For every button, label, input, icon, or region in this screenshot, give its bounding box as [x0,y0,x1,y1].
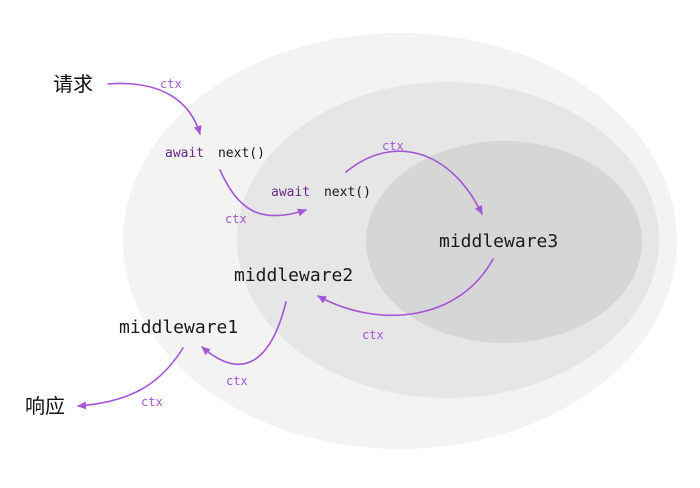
ctx-label-mw2-mw1: ctx [226,374,248,388]
await-keyword: await [271,185,310,200]
arrow-mw2-to-mw1 [201,301,287,365]
request-label: 请求 [53,72,93,96]
next-call: next() [324,185,371,200]
ctx-label-request: ctx [160,77,182,91]
await-next-call-2: await next() [271,185,371,200]
await-next-call-1: await next() [165,146,265,161]
arrow-mw3-to-mw2 [317,258,494,317]
ctx-label-response: ctx [141,395,163,409]
arrow-mw2-to-mw3 [345,150,483,215]
response-label: 响应 [25,394,65,418]
arrow-mw1-to-mw2 [219,169,307,217]
arrow-mw1-to-response [77,347,184,410]
ctx-label-mw2-mw3: ctx [382,139,404,153]
await-keyword: await [165,146,204,161]
arrow-request-to-mw1 [107,82,202,135]
ctx-label-mw3-mw2: ctx [362,328,384,342]
middleware3-layer [366,141,642,343]
next-call: next() [218,146,265,161]
ctx-label-mw1-mw2: ctx [225,212,247,226]
middleware1-label: middleware1 [119,317,238,338]
middleware2-label: middleware2 [234,265,353,286]
middleware3-label: middleware3 [439,231,558,252]
